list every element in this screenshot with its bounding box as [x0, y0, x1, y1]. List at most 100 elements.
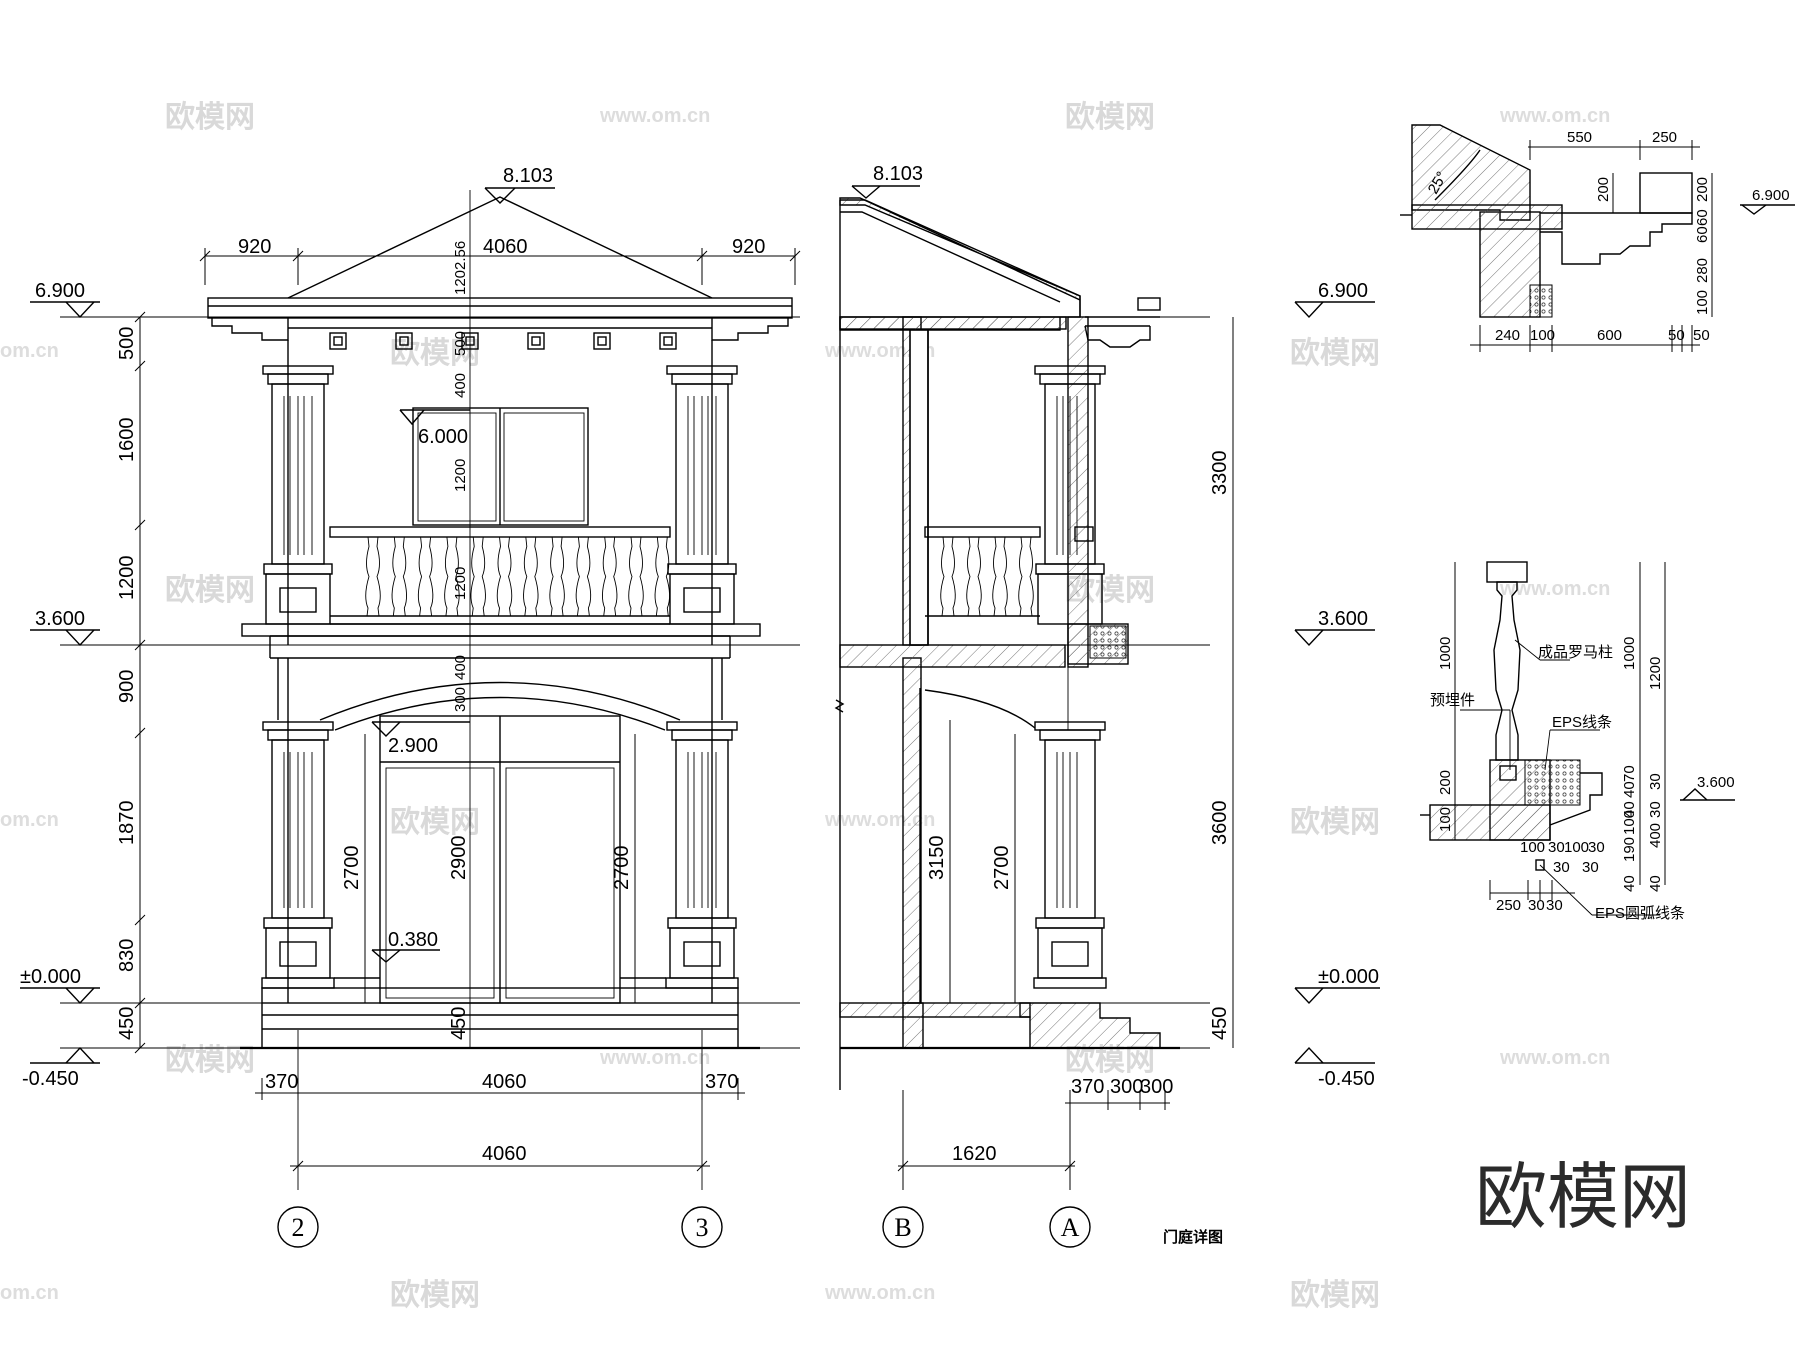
dim-tick [134, 639, 146, 651]
label-embed: 预埋件 [1430, 692, 1475, 709]
bal-right-70: 70 [1621, 765, 1638, 782]
dim-top-right: 920 [732, 236, 765, 258]
upper-balustrade [329, 526, 671, 625]
dim-center-4: 1200 [452, 567, 469, 600]
cornice-bottom-240: 240 [1495, 327, 1520, 344]
elevation-ground-right: ±0.000 [1318, 966, 1379, 988]
dim-tick [134, 360, 146, 372]
watermark-layer: 欧模网 www.om.cn 欧模网 www.om.cn om.cn 欧模网 ww… [0, 100, 1610, 1313]
label-eps-line: EPS线条 [1552, 714, 1612, 731]
axis-B: B [894, 1213, 911, 1242]
drawing-title: 门庭详图 [1163, 1228, 1223, 1246]
elevation-floor2-right: 3.600 [1318, 608, 1368, 630]
balustrade-elevation: 3.600 [1697, 774, 1735, 791]
bal-row-30c: 30 [1553, 859, 1570, 876]
dim-left-3: 900 [116, 670, 138, 703]
label-eps-arc: EPS圆弧线条 [1595, 905, 1685, 922]
dim-left-1: 1600 [116, 418, 138, 463]
watermark-brand: 欧模网 [165, 573, 255, 608]
baluster [391, 536, 407, 617]
dim-tick [134, 519, 146, 531]
dim-center-8: 450 [448, 1007, 470, 1040]
watermark-url: www.om.cn [1499, 1047, 1610, 1069]
section-dim-3300: 3300 [1209, 451, 1231, 496]
baluster [549, 536, 565, 617]
dim-tick [134, 914, 146, 926]
elevation-ridge: 8.103 [503, 165, 553, 187]
bal-right-40b: 40 [1621, 801, 1638, 818]
elevation-floor2-left: 3.600 [35, 608, 85, 630]
watermark-url: om.cn [0, 809, 59, 831]
watermark-url: www.om.cn [1499, 578, 1610, 600]
watermark-brand: 欧模网 [390, 805, 480, 840]
dim-center-1: 500 [452, 331, 469, 356]
cornice-right-60a: 60 [1694, 209, 1711, 226]
dim-tick [134, 1042, 146, 1054]
cornice-bottom-50b: 50 [1693, 327, 1710, 344]
watermark-url: om.cn [0, 340, 59, 362]
section-elevation-ridge: 8.103 [873, 163, 923, 185]
elevation-door-head: 2.900 [388, 735, 438, 757]
balustrade-detail: 成品罗马柱 预埋件 EPS线条 EPS圆弧线条 1000 200 100 100… [1420, 561, 1735, 922]
dim-axis-span: 4060 [482, 1143, 527, 1165]
watermark-brand: 欧模网 [390, 336, 480, 371]
bal-right-1000: 1000 [1621, 637, 1638, 670]
baluster [654, 536, 670, 617]
dim-top-left: 920 [238, 236, 271, 258]
bal-left-100: 100 [1437, 807, 1454, 832]
cornice-inner-200: 200 [1595, 177, 1612, 202]
watermark-url: om.cn [0, 1282, 59, 1304]
dim-center-5: 400 [452, 655, 469, 680]
baluster [1018, 536, 1034, 617]
section-bottom-300b: 300 [1140, 1076, 1173, 1098]
bal-right-190: 190 [1621, 837, 1638, 862]
baluster [365, 536, 381, 617]
dentils [329, 332, 677, 350]
door-height-right: 2700 [611, 846, 633, 891]
dim-left-6: 450 [116, 1007, 138, 1040]
watermark-brand: 欧模网 [165, 100, 255, 135]
bal-row-30a: 30 [1548, 839, 1565, 856]
watermark-url: www.om.cn [599, 1047, 710, 1069]
cornice-bottom-50a: 50 [1668, 327, 1685, 344]
section-axis-span: 1620 [952, 1143, 997, 1165]
section-bottom-370: 370 [1071, 1076, 1104, 1098]
bal-left-200: 200 [1437, 770, 1454, 795]
baluster [470, 536, 486, 617]
bal-right-30b: 30 [1647, 801, 1664, 818]
dim-center-3: 1200 [452, 459, 469, 492]
watermark-brand: 欧模网 [1065, 100, 1155, 135]
dim-left-2: 1200 [116, 556, 138, 601]
bal-row-100a: 100 [1520, 839, 1545, 856]
elevation-grade-left: -0.450 [22, 1068, 79, 1090]
baluster [523, 536, 539, 617]
cornice-right-100: 100 [1694, 290, 1711, 315]
bal-right-40a: 40 [1621, 781, 1638, 798]
bal-right-40c: 40 [1621, 875, 1638, 892]
bal-base-30a: 30 [1528, 897, 1545, 914]
cornice-dim-550: 550 [1567, 129, 1592, 146]
cornice-bottom-600: 600 [1597, 327, 1622, 344]
baluster [575, 536, 592, 617]
cornice-right-200: 200 [1694, 177, 1711, 202]
baluster [417, 536, 434, 617]
dim-bottom-right: 370 [705, 1071, 738, 1093]
front-elevation: 920 4060 920 8.103 500 1600 1200 900 187… [20, 165, 801, 1248]
dim-center-6: 300 [452, 687, 469, 712]
elevation-roof-right: 6.900 [1318, 280, 1368, 302]
dim-top-center: 4060 [483, 236, 528, 258]
dim-left-0: 500 [116, 327, 138, 360]
dim-bottom-center: 4060 [482, 1071, 527, 1093]
dim-left-5: 830 [116, 939, 138, 972]
bal-right-1200: 1200 [1647, 657, 1664, 690]
dim-bottom-left: 370 [265, 1071, 298, 1093]
lower-right-column [665, 721, 739, 989]
cornice-right-60b: 60 [1694, 226, 1711, 243]
door-height-left: 2700 [341, 846, 363, 891]
bal-right-40d: 40 [1647, 875, 1664, 892]
section-height-2700: 2700 [991, 846, 1013, 891]
bal-right-100: 100 [1621, 810, 1638, 835]
dim-tick [134, 311, 146, 323]
elevation-grade-right: -0.450 [1318, 1068, 1375, 1090]
